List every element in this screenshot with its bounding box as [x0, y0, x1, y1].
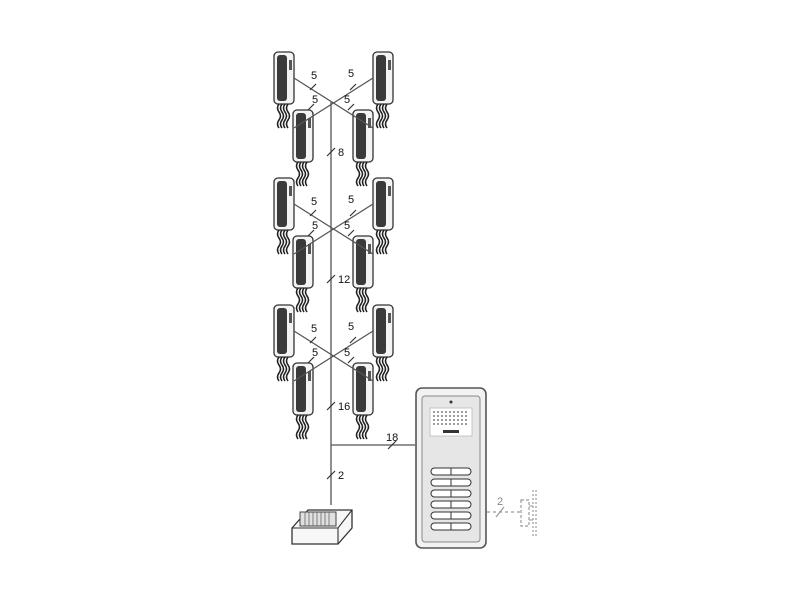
riser-wire-count-label: 12 [338, 274, 350, 286]
wall-interphone-icon [292, 235, 314, 313]
wall-interphone-icon [273, 177, 295, 255]
interphone-group-2: 5 5 5 5 [273, 177, 394, 313]
wall-interphone-icon [292, 109, 314, 187]
wire-count-label: 5 [312, 94, 318, 106]
wall-interphone-icon [372, 51, 394, 129]
door-entrance-panel-icon [415, 387, 487, 549]
riser-wire-count-label: 8 [338, 147, 344, 159]
wall-interphone-icon [372, 177, 394, 255]
wire-count-label: 5 [311, 70, 317, 82]
wire-count-label: 5 [311, 323, 317, 335]
panel-link-count-label: 18 [386, 432, 398, 444]
wire-count-label: 5 [312, 347, 318, 359]
wire-count-label: 5 [344, 94, 350, 106]
riser-wire-count-label: 16 [338, 401, 350, 413]
interphone-group-1: 5 5 5 5 [273, 51, 394, 187]
power-link-count-label: 2 [338, 470, 344, 482]
lock-link-count-label: 2 [497, 496, 503, 508]
power-supply-icon [291, 509, 353, 545]
wire-count-label: 5 [312, 220, 318, 232]
wire-count-label: 5 [344, 347, 350, 359]
electric-lock-icon [520, 490, 537, 538]
interphone-group-3: 5 5 5 5 [273, 304, 394, 440]
wire-count-label: 5 [348, 321, 354, 333]
wire-count-label: 5 [344, 220, 350, 232]
wire-count-label: 5 [348, 194, 354, 206]
wall-interphone-icon [273, 304, 295, 382]
wall-interphone-icon [372, 304, 394, 382]
wire-count-label: 5 [311, 196, 317, 208]
wall-interphone-icon [273, 51, 295, 129]
wire-count-label: 5 [348, 68, 354, 80]
wall-interphone-icon [292, 362, 314, 440]
